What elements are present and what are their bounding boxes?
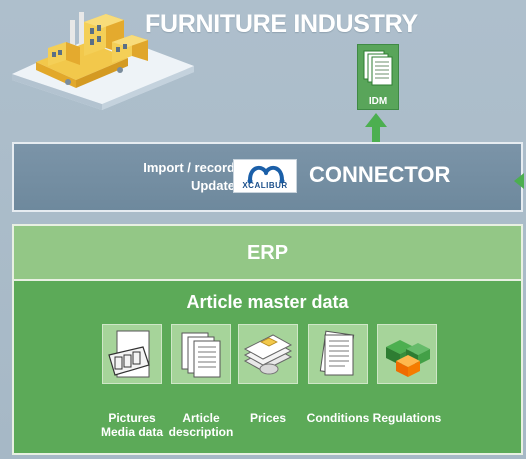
item-label: Regulations — [363, 411, 451, 425]
connector-actions: Import / record Update — [143, 159, 235, 195]
item-label: Pictures Media data — [88, 411, 176, 439]
item-regulations: Regulations — [373, 324, 441, 444]
xcalibur-emblem-icon — [247, 165, 285, 184]
xcalibur-logo-text: XCALIBUR — [242, 181, 288, 190]
update-label: Update — [190, 178, 235, 193]
tile-regulations — [377, 324, 437, 384]
connector-title: CONNECTOR — [309, 162, 451, 187]
regulations-icon — [386, 340, 430, 377]
idm-badge: IDM — [357, 44, 399, 110]
arrow-up-icon — [365, 113, 387, 143]
connector-box: Import / record Update XCALIBUR CONNECTO… — [12, 142, 523, 212]
erp-title: ERP — [246, 242, 289, 264]
item-label-line1: Conditions — [306, 411, 370, 425]
item-label-line1: Pictures — [108, 411, 156, 425]
item-pictures: Pictures Media data — [101, 324, 163, 444]
item-label-line2: Media data — [100, 425, 163, 439]
tile-prices — [238, 324, 298, 384]
tile-conditions — [308, 324, 368, 384]
article-master-data-title: Article master data — [186, 292, 349, 312]
factory-icon — [12, 12, 194, 110]
tile-pictures — [102, 324, 162, 384]
item-label: Article description — [157, 411, 245, 439]
item-conditions: Conditions — [307, 324, 369, 444]
xcalibur-logo: XCALIBUR — [233, 159, 297, 193]
industry-title: FURNITURE INDUSTRY — [145, 10, 418, 38]
item-label-line1: Prices — [249, 411, 287, 425]
prices-icon — [243, 334, 293, 375]
tile-article-description — [171, 324, 231, 384]
item-label: Prices — [224, 411, 312, 425]
conditions-icon — [319, 330, 355, 376]
pictures-icon — [108, 330, 150, 378]
item-label-line2: description — [168, 425, 234, 439]
article-description-icon — [181, 332, 221, 378]
erp-header: ERP — [14, 226, 521, 281]
arrow-left-icon — [514, 173, 524, 189]
item-article-description: Article description — [169, 324, 233, 444]
item-label-line1: Regulations — [372, 411, 442, 425]
idm-label: IDM — [368, 96, 388, 107]
import-record-label: Import / record — [143, 160, 235, 175]
erp-box: ERP Article master data Pictures Media d… — [12, 224, 523, 455]
documents-icon — [363, 50, 393, 86]
item-label-line1: Article — [182, 411, 220, 425]
item-label: Conditions — [294, 411, 382, 425]
item-prices: Prices — [238, 324, 298, 444]
